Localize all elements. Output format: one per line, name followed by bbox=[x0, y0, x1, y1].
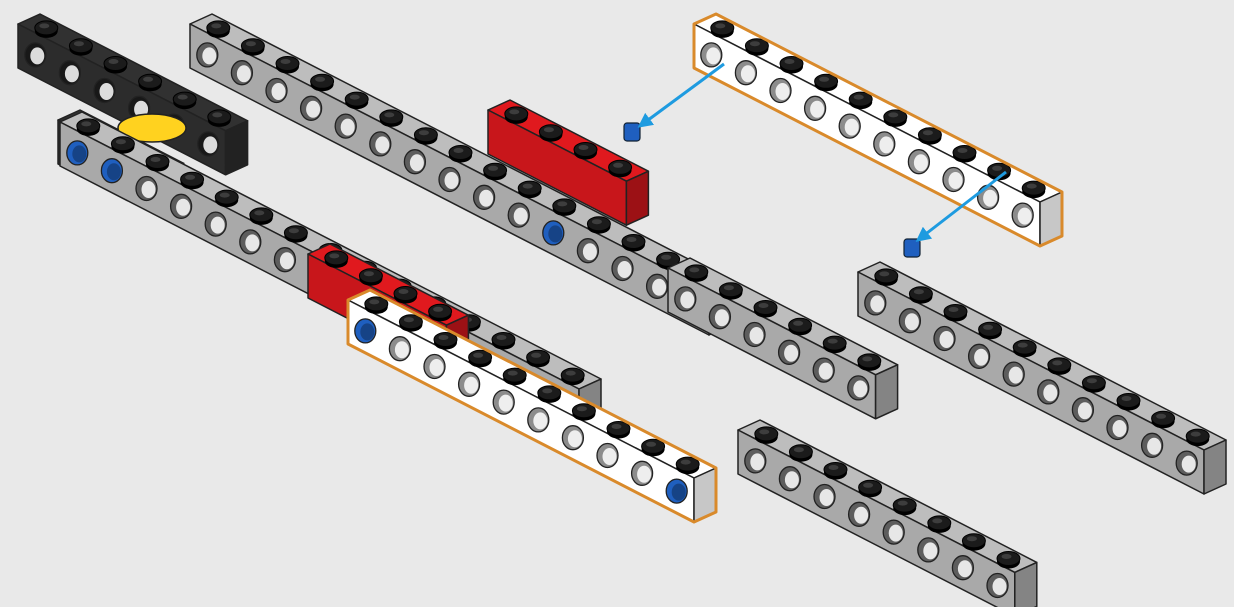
gray-frame-square bbox=[667, 257, 899, 420]
highlight-outline bbox=[692, 12, 1064, 248]
gray-beam-right bbox=[857, 261, 1227, 495]
yellow-connector bbox=[117, 113, 187, 143]
gray-beam-long-rear bbox=[189, 13, 732, 336]
insert-arrow-2 bbox=[915, 170, 1007, 242]
blue-pin bbox=[903, 238, 921, 258]
highlight-outline bbox=[346, 288, 718, 524]
white-beam-new bbox=[692, 12, 1064, 248]
red-brick-rear bbox=[487, 99, 650, 226]
gray-beam-lower bbox=[737, 419, 1038, 607]
insert-arrow-1 bbox=[637, 62, 725, 128]
white-beam-placed bbox=[346, 288, 718, 524]
blue-pin bbox=[623, 122, 641, 142]
